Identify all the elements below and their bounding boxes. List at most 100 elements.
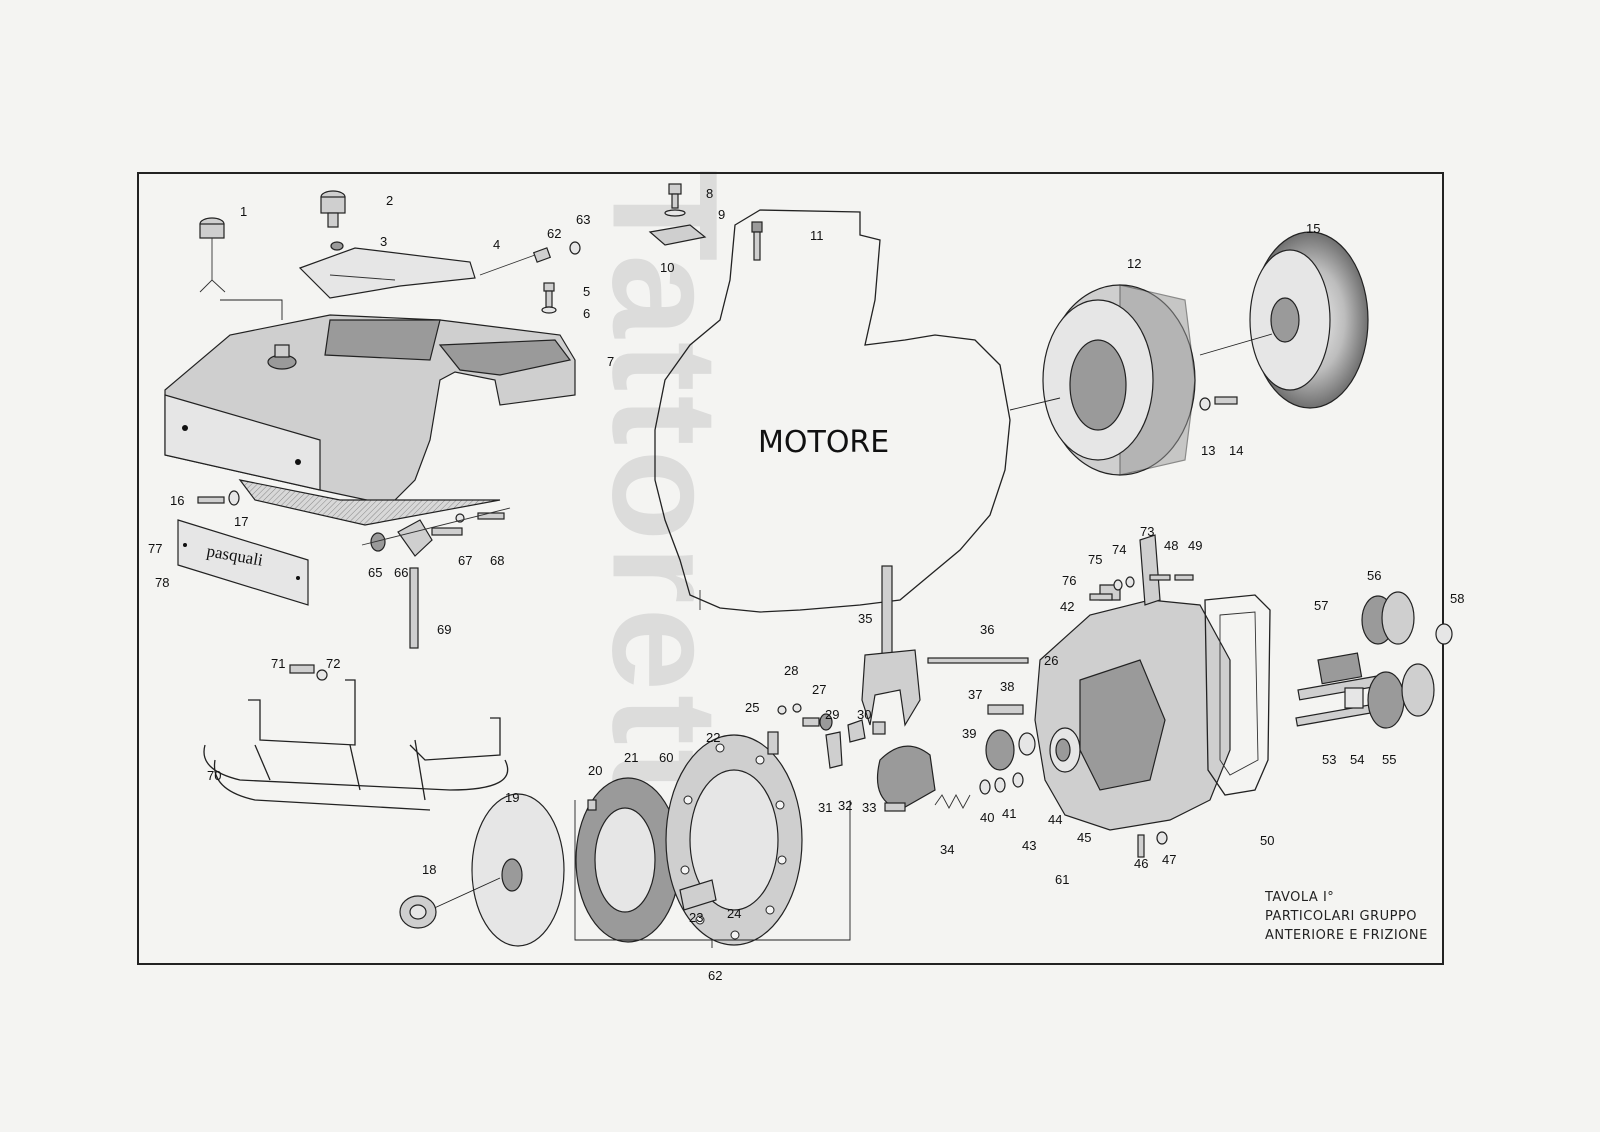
- fan-15: [1199, 231, 1369, 409]
- callout-41: 41: [1002, 806, 1016, 821]
- callout-35: 35: [858, 611, 872, 626]
- callout-44: 44: [1048, 812, 1062, 827]
- callout-36: 36: [980, 622, 994, 637]
- bolt-11: [751, 221, 763, 261]
- callout-30: 30: [857, 707, 871, 722]
- callout-78: 78: [155, 575, 169, 590]
- callout-4: 4: [493, 237, 500, 252]
- group-bracket-62: [574, 800, 851, 941]
- spring-34: [934, 794, 971, 809]
- callout-58: 58: [1450, 591, 1464, 606]
- callout-62-bottom: 62: [708, 968, 722, 983]
- callout-19: 19: [505, 790, 519, 805]
- callout-2: 2: [386, 193, 393, 208]
- bolts-46-49-73-76: [1089, 574, 1194, 858]
- callout-45: 45: [1077, 830, 1091, 845]
- callout-18: 18: [422, 862, 436, 877]
- callout-74: 74: [1112, 542, 1126, 557]
- callout-50: 50: [1260, 833, 1274, 848]
- callout-10: 10: [660, 260, 674, 275]
- motore-label: MOTORE: [758, 425, 889, 460]
- callout-70: 70: [207, 768, 221, 783]
- callout-16: 16: [170, 493, 184, 508]
- nameplate-77: pasquali: [177, 519, 309, 606]
- rod-36: [927, 657, 1029, 664]
- bolt-16-17: [197, 490, 240, 506]
- callout-3: 3: [380, 234, 387, 249]
- callout-60: 60: [659, 750, 673, 765]
- callout-40: 40: [980, 810, 994, 825]
- callout-56: 56: [1367, 568, 1381, 583]
- diagram-frame: [137, 172, 1444, 965]
- callout-65: 65: [368, 565, 382, 580]
- callout-53: 53: [1322, 752, 1336, 767]
- callout-46: 46: [1134, 856, 1148, 871]
- callout-15: 15: [1306, 221, 1320, 236]
- caption-line-2: PARTICOLARI GRUPPO: [1265, 909, 1418, 924]
- callout-33: 33: [862, 800, 876, 815]
- callout-5: 5: [583, 284, 590, 299]
- callout-55: 55: [1382, 752, 1396, 767]
- callout-11: 11: [810, 228, 824, 243]
- caption-line-1: TAVOLA I°: [1265, 890, 1335, 905]
- callout-43: 43: [1022, 838, 1036, 853]
- hood-part: [164, 314, 576, 526]
- callout-28: 28: [784, 663, 798, 678]
- callout-12: 12: [1127, 256, 1141, 271]
- callout-24: 24: [727, 906, 741, 921]
- callout-25: 25: [745, 700, 759, 715]
- callout-68: 68: [490, 553, 504, 568]
- shaft-parts-65-68: [361, 507, 511, 557]
- small-parts-25-32: [767, 703, 886, 769]
- gearbox-casing-42: [1034, 534, 1231, 831]
- callout-75: 75: [1088, 552, 1102, 567]
- callout-22: 22: [706, 730, 720, 745]
- knob-2: [320, 190, 346, 251]
- callout-37: 37: [968, 687, 982, 702]
- callout-9: 9: [718, 207, 725, 222]
- callout-57: 57: [1314, 598, 1328, 613]
- callout-14: 14: [1229, 443, 1243, 458]
- rod-69: [409, 567, 419, 649]
- bolts-5-6-62-63: [479, 241, 581, 314]
- small-parts-37-41: [979, 704, 1036, 795]
- callout-54: 54: [1350, 752, 1364, 767]
- callout-47: 47: [1162, 852, 1176, 867]
- callout-66: 66: [394, 565, 408, 580]
- callout-77: 77: [148, 541, 162, 556]
- bracket-8-9-10: [648, 183, 707, 246]
- callout-29: 29: [825, 707, 839, 722]
- clutch-disc-19: [429, 793, 565, 947]
- callout-17: 17: [234, 514, 248, 529]
- callout-8: 8: [706, 186, 713, 201]
- callout-20: 20: [588, 763, 602, 778]
- callout-67: 67: [458, 553, 472, 568]
- callout-49: 49: [1188, 538, 1202, 553]
- gasket-50: [1204, 594, 1271, 796]
- clutch-plate-22: [665, 734, 803, 946]
- callout-26: 26: [1044, 653, 1058, 668]
- callout-23: 23: [689, 910, 703, 925]
- housing-12: [1009, 284, 1196, 476]
- bolts-13-14: [1199, 396, 1238, 411]
- callout-1: 1: [240, 204, 247, 219]
- callout-31: 31: [818, 800, 832, 815]
- stand-70: [203, 664, 509, 811]
- callout-13: 13: [1201, 443, 1215, 458]
- callout-48: 48: [1164, 538, 1178, 553]
- gears-55-56-58: [1361, 591, 1453, 729]
- callout-27: 27: [812, 682, 826, 697]
- callout-39: 39: [962, 726, 976, 741]
- callout-6: 6: [583, 306, 590, 321]
- callout-7: 7: [607, 354, 614, 369]
- callout-73: 73: [1140, 524, 1154, 539]
- callout-21: 21: [624, 750, 638, 765]
- callout-69: 69: [437, 622, 451, 637]
- callout-76: 76: [1062, 573, 1076, 588]
- callout-71: 71: [271, 656, 285, 671]
- callout-34: 34: [940, 842, 954, 857]
- fork-33-35: [861, 565, 936, 812]
